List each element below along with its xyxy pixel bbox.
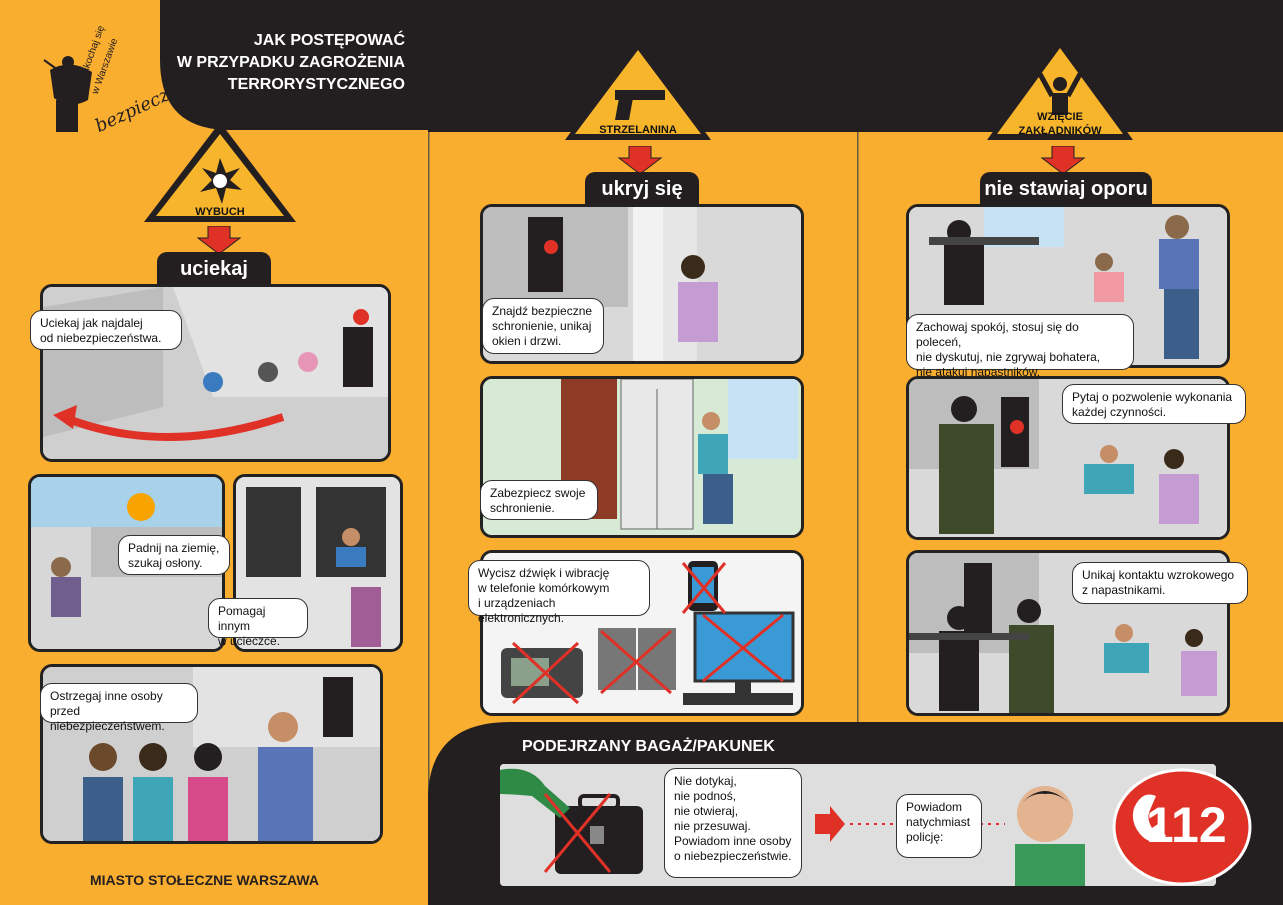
arrow-down-hostages <box>1040 146 1086 175</box>
bubble-mute: Wycisz dźwięk i wibrację w telefonie kom… <box>468 560 650 625</box>
emergency-number-badge: 112 <box>1112 768 1252 886</box>
bubble-calm: Zachowaj spokój, stosuj się do poleceń, … <box>906 314 1134 379</box>
bubble-ask: Pytaj o pozwolenie wykonania każdej czyn… <box>1062 384 1246 424</box>
pistol-icon <box>615 90 665 120</box>
hand-icon <box>500 768 570 818</box>
bubble-run: Uciekaj jak najdalej od niebezpieczeństw… <box>30 310 182 350</box>
panel-bag <box>500 764 1216 886</box>
bubble-secure: Zabezpiecz swoje schronienie. <box>480 480 598 520</box>
bubble-eyes: Unikaj kontaktu wzrokowego z napastnikam… <box>1072 562 1248 604</box>
bubble-help: Pomagaj innym w ucieczce. <box>208 598 308 648</box>
shooting-sign-label: STRZELANINA <box>599 124 677 136</box>
bag-section-title: PODEJRZANY BAGAŻ/PAKUNEK <box>522 738 775 755</box>
scene-warning-crowd <box>43 667 380 841</box>
warning-sign-shooting <box>565 40 711 140</box>
arrow-down-shooting <box>617 146 663 175</box>
bubble-bag-instructions: Nie dotykaj, nie podnoś, nie otwieraj, n… <box>664 768 802 878</box>
hostage-figure-icon <box>1037 72 1083 115</box>
bubble-warn: Ostrzegaj inne osoby przed niebezpieczeń… <box>40 683 198 733</box>
arrow-down-explosion <box>196 226 242 255</box>
scene-blocking-door <box>483 379 801 535</box>
city-logo: zakochaj się w Warszawie bezpiecznej <box>30 24 200 140</box>
explosion-sign-label: WYBUCH <box>195 206 245 218</box>
man-on-phone <box>1015 786 1085 886</box>
explosion-icon <box>200 158 242 204</box>
action-no-resistance: nie stawiaj oporu <box>980 172 1152 206</box>
warning-sign-explosion <box>144 122 296 222</box>
hostages-sign-label: WZIĘCIE ZAKŁADNIKÓW <box>1018 111 1102 137</box>
panel-secure <box>480 376 804 538</box>
action-hide: ukryj się <box>585 172 699 206</box>
face-logo-icon <box>43 56 92 132</box>
page-title: JAK POSTĘPOWAĆ W PRZYPADKU ZAGROŻENIA TE… <box>176 32 405 93</box>
bubble-drop: Padnij na ziemię, szukaj osłony. <box>118 535 230 575</box>
action-run: uciekaj <box>157 252 271 286</box>
panel-warn <box>40 664 383 844</box>
cross-out-bag <box>543 793 612 873</box>
radio-icon <box>501 648 583 698</box>
bubble-shelter: Znajdź bezpieczne schronienie, unikaj ok… <box>482 298 604 354</box>
footer-city: MIASTO STOŁECZNE WARSZAWA <box>90 872 319 888</box>
emergency-number: 112 <box>1146 797 1227 853</box>
phone-handset-icon <box>1132 794 1166 842</box>
monitor-icon <box>683 611 795 705</box>
bubble-notify-police: Powiadom natychmiast policję: <box>896 794 982 858</box>
warning-sign-hostages <box>987 38 1133 140</box>
cross-out-icons <box>511 562 784 705</box>
scene-suspicious-bag <box>500 764 1216 886</box>
